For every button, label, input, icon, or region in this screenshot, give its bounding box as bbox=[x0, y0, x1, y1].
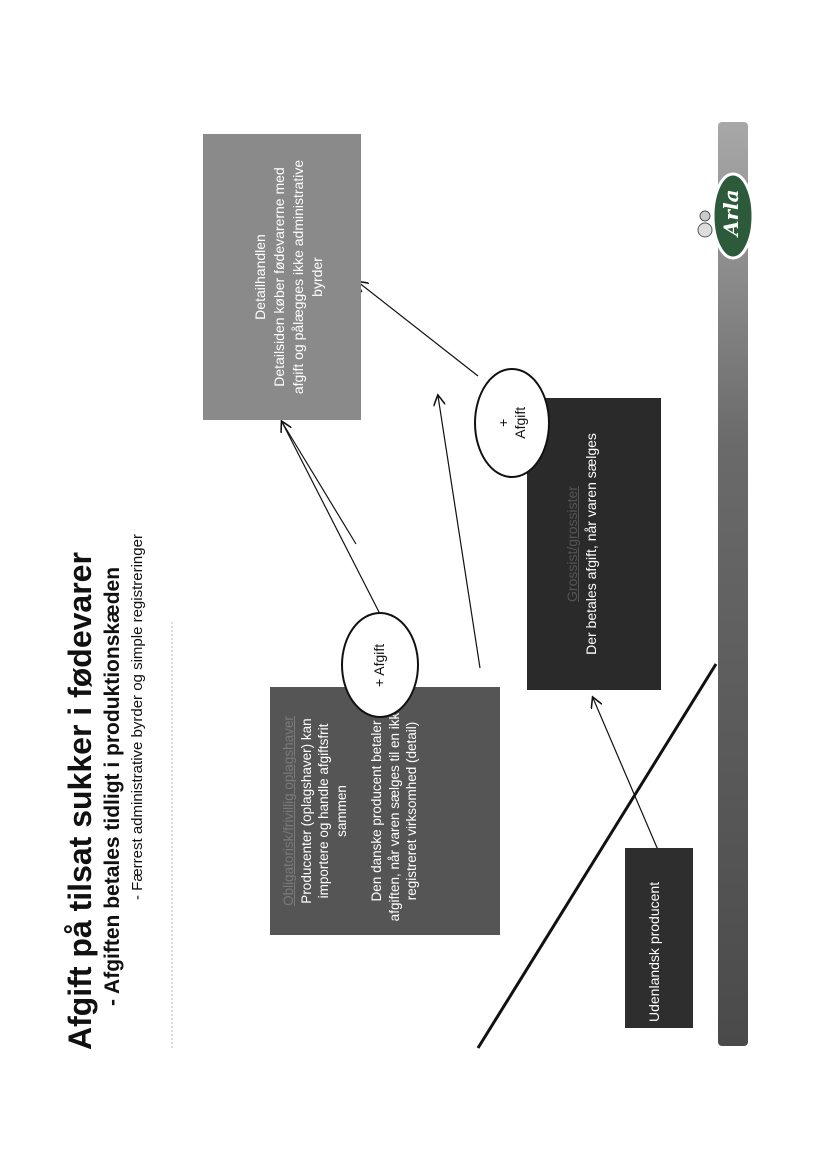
circle-afgift-2-text: Afgift bbox=[512, 407, 528, 439]
circle-afgift-2-plus: + bbox=[495, 418, 512, 428]
arrow-grossist-to-detail bbox=[358, 282, 479, 377]
divider-diagonal bbox=[476, 663, 718, 1049]
box-oplagshaver: Obligatorisk/frivillig oplagshaver Produ… bbox=[270, 687, 500, 935]
arla-logo-graphic bbox=[697, 172, 755, 260]
detail-body: Detailsiden køber fødevarerne med afgift… bbox=[270, 159, 325, 395]
arrow-oplag-to-detail bbox=[282, 422, 381, 615]
grossist-heading: Grossist/grossister bbox=[564, 486, 580, 602]
slide-subtitle-2: - Færrest administrative byrder og simpl… bbox=[129, 534, 146, 900]
box-detailhandlen: Detailhandlen Detailsiden køber fødevare… bbox=[203, 134, 361, 420]
detail-heading: Detailhandlen bbox=[252, 234, 268, 320]
udenlandsk-label: Udenlandsk producent bbox=[646, 881, 662, 1022]
arrow-oplag-to-grossist bbox=[438, 396, 481, 669]
arla-logo-text: Arla bbox=[719, 189, 743, 236]
arrow-udenlandsk-to-grossist bbox=[593, 698, 659, 851]
grossist-body: Der betales afgift, når varen sælges bbox=[582, 433, 599, 655]
footer-bar bbox=[718, 122, 748, 1046]
line-oplag-branch bbox=[281, 421, 357, 545]
slide-subtitle: - Afgiften betales tidligt i produktions… bbox=[101, 566, 124, 1006]
box-udenlandsk-producent: Udenlandsk producent bbox=[625, 848, 693, 1028]
title-block: Afgift på tilsat sukker i fødevarer - Af… bbox=[62, 410, 172, 1050]
circle-afgift-1: + Afgift bbox=[341, 612, 419, 718]
arla-logo: Arla bbox=[693, 168, 763, 264]
oplag-body-2: Den danske producent betaler afgiften, n… bbox=[369, 700, 420, 922]
circle-afgift-2: + Afgift bbox=[474, 368, 550, 478]
oplag-body-1: Producenter (oplagshaver) kan importere … bbox=[298, 718, 349, 904]
slide-title: Afgift på tilsat sukker i fødevarer bbox=[62, 552, 98, 1050]
oplag-heading: Obligatorisk/frivillig oplagshaver bbox=[281, 716, 296, 906]
circle-afgift-2-label: + Afgift bbox=[495, 407, 529, 439]
circle-afgift-1-label: + Afgift bbox=[371, 643, 388, 687]
